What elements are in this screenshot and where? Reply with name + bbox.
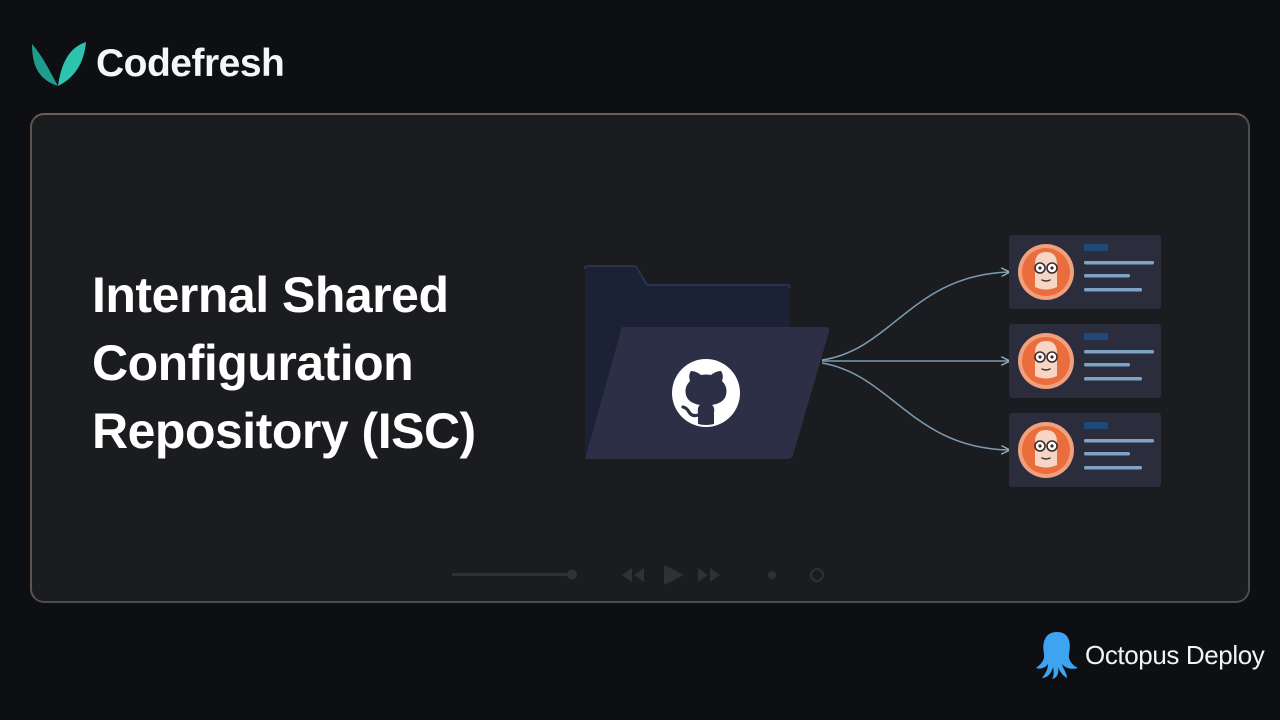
slide-card: Internal Shared Configuration Repository… xyxy=(30,113,1250,603)
github-logo-icon xyxy=(672,359,740,427)
argo-avatar-icon xyxy=(1018,422,1074,478)
codefresh-leaf-logo-icon xyxy=(32,42,86,86)
brand-name: Codefresh xyxy=(96,42,285,85)
ghost-play-icon xyxy=(664,565,684,585)
connector-lines xyxy=(821,272,1009,450)
connector-line-1 xyxy=(821,272,1009,361)
ghost-scrubber-icon xyxy=(567,569,577,580)
ghost-rewind-icon xyxy=(622,568,644,582)
connector-line-3 xyxy=(821,362,1009,450)
octopus-logo-icon xyxy=(1036,632,1078,679)
repository-diagram xyxy=(584,235,1161,487)
target-card-2 xyxy=(1009,324,1161,398)
target-card-1 xyxy=(1009,235,1161,309)
ghost-video-controls xyxy=(452,565,824,585)
argo-avatar-icon xyxy=(1018,333,1074,389)
ghost-forward-icon xyxy=(698,568,720,582)
slide-title-line-2: Configuration xyxy=(92,335,414,391)
github-folder-icon xyxy=(584,265,830,459)
slide-title-line-3: Repository (ISC) xyxy=(92,403,476,459)
octopus-deploy-name: Octopus Deploy xyxy=(1085,639,1265,670)
argo-avatar-icon xyxy=(1018,244,1074,300)
target-card-3 xyxy=(1009,413,1161,487)
slide-title: Internal Shared Configuration Repository… xyxy=(92,261,572,465)
slide-title-line-1: Internal Shared xyxy=(92,267,449,323)
octopus-deploy-brand: Octopus Deploy xyxy=(1034,630,1265,680)
codefresh-brand: Codefresh xyxy=(28,38,285,90)
